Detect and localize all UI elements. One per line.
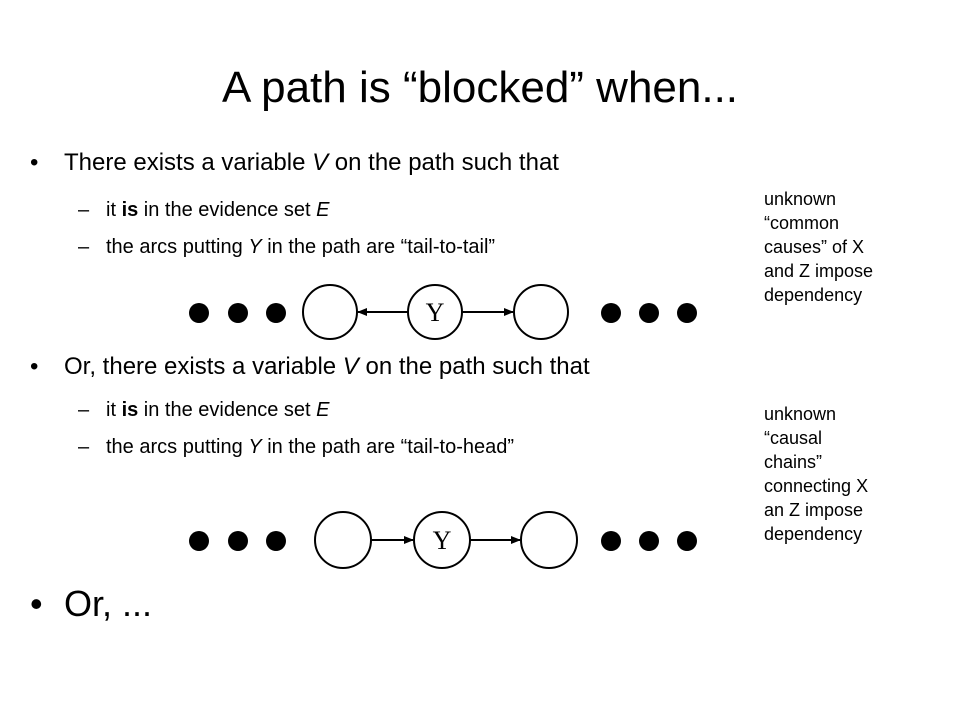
sub-marker: – (78, 199, 90, 221)
bullet-2-text-post: on the path such that (358, 353, 590, 380)
sub-text-bold: is (121, 399, 139, 421)
note-line: dependency (764, 524, 863, 544)
sub-text-post: in the path are “tail-to-head” (261, 436, 515, 458)
slide-title: A path is “blocked” when... (221, 63, 739, 112)
sub-marker: – (78, 236, 90, 258)
ellipsis-dot (266, 303, 286, 323)
ellipsis-dot (189, 531, 209, 551)
sub-marker: – (78, 436, 90, 458)
bullet-2-sub-2: –the arcs putting Y in the path are “tai… (78, 434, 514, 460)
note-line: dependency (764, 285, 863, 305)
bullet-1: • There exists a variable V on the path s… (30, 148, 559, 178)
bullet-1-variable: V (312, 149, 329, 176)
node-left (302, 284, 358, 340)
sub-text-bold: is (121, 199, 139, 221)
bullet-1-text-post: on the path such that (328, 149, 559, 176)
bullet-1-sub-1: –it is in the evidence set E (78, 197, 329, 223)
sub-text-variable: E (316, 399, 330, 421)
sub-text-mid: in the evidence set (138, 399, 317, 421)
note-line: chains” (764, 452, 823, 472)
ellipsis-dot (189, 303, 209, 323)
bullet-2-variable: V (342, 353, 359, 380)
note-line: unknown (764, 189, 837, 209)
sub-text-pre: the arcs putting (106, 436, 249, 458)
sub-text-pre: the arcs putting (106, 236, 249, 258)
sub-text-mid: in the evidence set (138, 199, 317, 221)
sub-text-variable: Y (248, 236, 262, 258)
node-y-label: Y (433, 526, 452, 555)
ellipsis-dot (601, 303, 621, 323)
note-line: “causal (764, 428, 823, 448)
bullet-marker: • (30, 149, 39, 176)
ellipsis-dot (639, 303, 659, 323)
bullet-1-sub-2: –the arcs putting Y in the path are “tai… (78, 234, 495, 260)
bullet-3-text: Or, ... (64, 583, 153, 624)
bullet-2-sub-1: –it is in the evidence set E (78, 397, 329, 423)
ellipsis-dot (228, 531, 248, 551)
bullet-2: • Or, there exists a variable V on the pa… (30, 352, 590, 382)
bullet-1-text-pre: There exists a variable (64, 149, 313, 176)
node-right (520, 511, 578, 569)
ellipsis-dot (639, 531, 659, 551)
side-note-causal-chains: unknown “causal chains” connecting X an … (764, 402, 944, 546)
sub-text-pre: it (106, 399, 122, 421)
sub-text-post: in the path are “tail-to-tail” (261, 236, 496, 258)
note-line: an Z impose (764, 500, 864, 520)
note-line: and Z impose (764, 261, 874, 281)
note-line: causes” of X (764, 237, 865, 257)
diagram-tail-to-tail: Y (189, 284, 697, 340)
bullet-2-text-pre: Or, there exists a variable (64, 353, 343, 380)
note-line: unknown (764, 404, 837, 424)
note-line: “common (764, 213, 840, 233)
note-line: connecting X (764, 476, 869, 496)
ellipsis-dot (228, 303, 248, 323)
bullet-3: • Or, ... (30, 583, 152, 625)
bullet-marker: • (30, 353, 39, 380)
side-note-common-causes: unknown “common causes” of X and Z impos… (764, 187, 944, 307)
sub-text-variable: Y (248, 436, 262, 458)
ellipsis-dot (677, 531, 697, 551)
node-right (513, 284, 569, 340)
ellipsis-dot (677, 303, 697, 323)
node-y-label: Y (426, 298, 445, 327)
ellipsis-dot (266, 531, 286, 551)
sub-text-pre: it (106, 199, 122, 221)
diagram-tail-to-head: Y (189, 511, 697, 569)
bullet-marker: • (30, 583, 43, 624)
sub-marker: – (78, 399, 90, 421)
ellipsis-dot (601, 531, 621, 551)
node-left (314, 511, 372, 569)
sub-text-variable: E (316, 199, 330, 221)
